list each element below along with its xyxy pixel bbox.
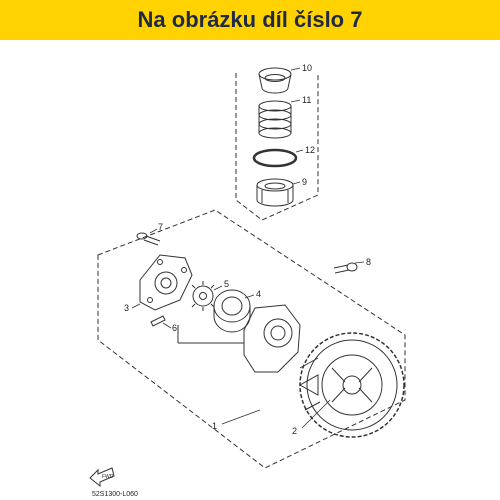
part-7-screw — [136, 232, 161, 246]
callout-2: 2 — [292, 426, 297, 436]
callout-1: 1 — [212, 421, 217, 431]
part-10-cap — [258, 67, 292, 94]
part-3-cover-plate — [139, 254, 193, 311]
part-12-o-ring — [252, 148, 298, 168]
callout-9: 9 — [302, 177, 307, 187]
callout-11: 11 — [302, 95, 311, 105]
callout-12: 12 — [305, 145, 315, 155]
part-banner: Na obrázku díl číslo 7 — [0, 0, 500, 40]
callout-6: 6 — [172, 323, 177, 333]
direction-arrow-icon — [89, 467, 115, 488]
part-2-gear — [298, 332, 405, 438]
part-4-outer-rotor — [213, 289, 251, 333]
banner-title: Na obrázku díl číslo 7 — [137, 7, 363, 32]
callout-8: 8 — [366, 257, 371, 267]
callout-5: 5 — [224, 279, 229, 289]
callout-7: 7 — [158, 222, 163, 232]
drawing-code: 52S1300-L060 — [92, 491, 138, 498]
part-9-plug — [256, 178, 294, 207]
fwd-label: FWD — [102, 474, 114, 480]
leader-lines — [131, 67, 365, 429]
part-8-screw — [333, 262, 358, 274]
part-5-inner-rotor — [191, 281, 215, 311]
part-6-pin — [150, 315, 166, 327]
callout-4: 4 — [256, 289, 261, 299]
part-11-spring — [258, 100, 292, 139]
callout-10: 10 — [302, 63, 312, 73]
callout-3: 3 — [124, 303, 129, 313]
upper-group-outline — [235, 73, 319, 221]
pump-housing — [177, 304, 301, 373]
main-group-outline — [97, 209, 406, 469]
